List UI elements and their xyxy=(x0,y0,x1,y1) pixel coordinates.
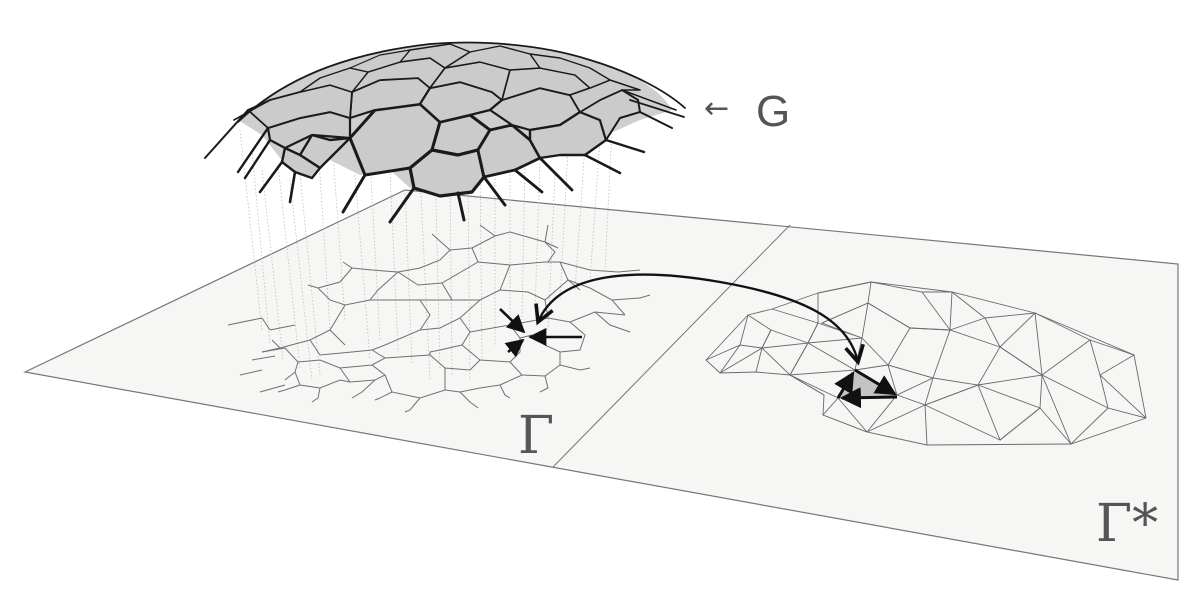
correspondence-arrow xyxy=(538,273,858,362)
label-gamma: Γ xyxy=(518,406,555,466)
label-surface-g: G xyxy=(756,87,791,136)
label-gamma-star: Γ* xyxy=(1096,494,1159,554)
ground-plane xyxy=(23,189,1179,581)
highlighted-dual-triangle xyxy=(834,368,898,409)
dome-surface-g xyxy=(204,41,686,224)
projection-lines xyxy=(239,129,613,381)
primal-network-gamma xyxy=(227,224,651,413)
pointer-arrow-icon: ← xyxy=(704,91,730,126)
